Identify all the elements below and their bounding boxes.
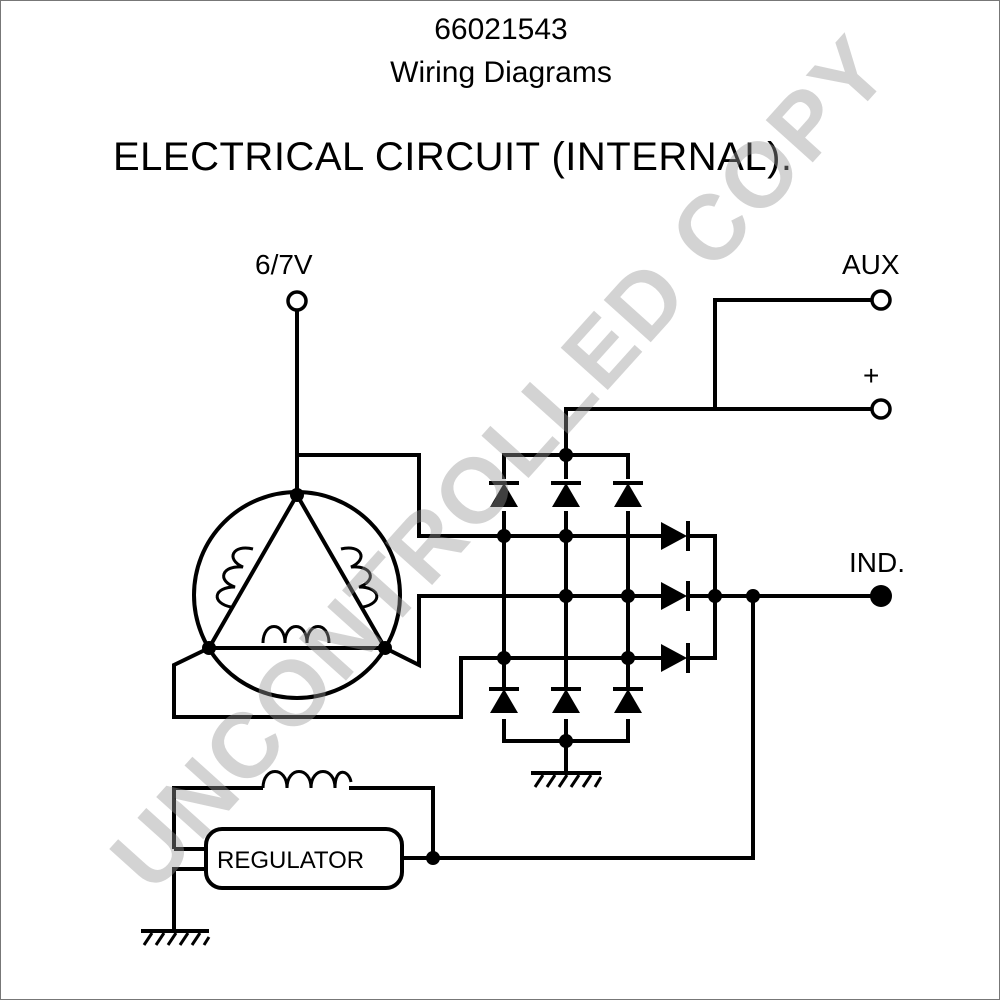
stator-housing <box>192 490 402 700</box>
ground-bridge <box>531 771 603 788</box>
bridge-rectifier <box>487 419 760 773</box>
terminal-ind-label: IND. <box>849 547 905 578</box>
section-heading: ELECTRICAL CIRCUIT (INTERNAL). <box>113 135 793 179</box>
diode-negative-2 <box>549 687 583 715</box>
stator-winding-bottom <box>261 625 331 644</box>
stator-winding-left <box>215 546 254 609</box>
stator-delta <box>205 490 389 650</box>
diode-positive-3 <box>611 481 645 509</box>
diode-negative-3 <box>611 687 645 715</box>
part-number: 66021543 <box>434 13 568 46</box>
diode-negative-1 <box>487 687 521 715</box>
output-wires <box>433 298 871 860</box>
diode-positive-2 <box>549 481 583 509</box>
diode-exciter-3 <box>659 641 690 675</box>
terminal-6-7v: 6/7V <box>255 249 313 495</box>
terminal-aux-label: AUX <box>842 249 900 280</box>
regulator: REGULATOR <box>172 827 433 931</box>
diode-exciter-1 <box>659 519 690 553</box>
terminal-aux: AUX <box>842 249 900 311</box>
document-title: Wiring Diagrams <box>390 56 612 89</box>
phase-wires <box>172 453 504 719</box>
terminal-6-7v-label: 6/7V <box>255 249 313 280</box>
ground-regulator <box>141 929 211 946</box>
regulator-label: REGULATOR <box>217 847 364 874</box>
terminal-plus-label: + <box>863 360 879 391</box>
terminal-plus: + <box>863 360 892 420</box>
stator <box>192 488 402 700</box>
stator-winding-right <box>340 546 379 609</box>
terminal-ind: IND. <box>849 547 905 607</box>
diode-positive-1 <box>487 481 521 509</box>
diode-exciter-2 <box>659 579 690 613</box>
